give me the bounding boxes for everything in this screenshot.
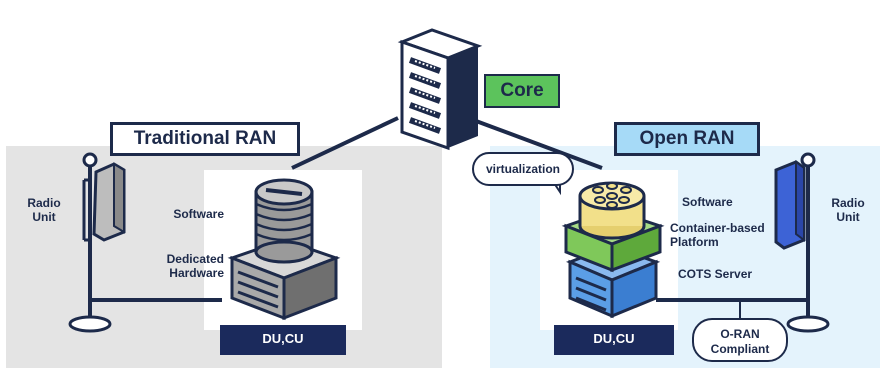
open-du-cu-box: DU,CU <box>554 325 674 355</box>
virtualization-bubble: virtualization <box>472 152 574 186</box>
traditional-radio-unit-icon <box>68 152 126 333</box>
o-ran-compliant-bubble: O-RAN Compliant <box>692 318 788 362</box>
software-block <box>578 181 646 240</box>
container-platform-label: Container-based Platform <box>670 221 765 249</box>
dedicated-hardware-icon <box>227 178 341 321</box>
open-software-label: Software <box>682 195 733 209</box>
open-radio-unit-label: Radio Unit <box>831 196 865 224</box>
dedicated-hardware-label: Dedicated Hardware <box>166 252 224 280</box>
core-link-left <box>291 116 399 170</box>
traditional-radio-unit-label: Radio Unit <box>27 196 61 224</box>
open-radio-unit-icon <box>774 152 830 333</box>
cots-server-label: COTS Server <box>678 267 753 281</box>
traditional-du-cu-box: DU,CU <box>220 325 346 355</box>
core-label: Core <box>484 74 560 108</box>
core-server-icon <box>397 28 483 151</box>
open-ran-title: Open RAN <box>614 122 760 156</box>
core-link-right <box>467 116 603 170</box>
traditional-software-label: Software <box>173 207 224 221</box>
traditional-ran-title: Traditional RAN <box>110 122 300 156</box>
